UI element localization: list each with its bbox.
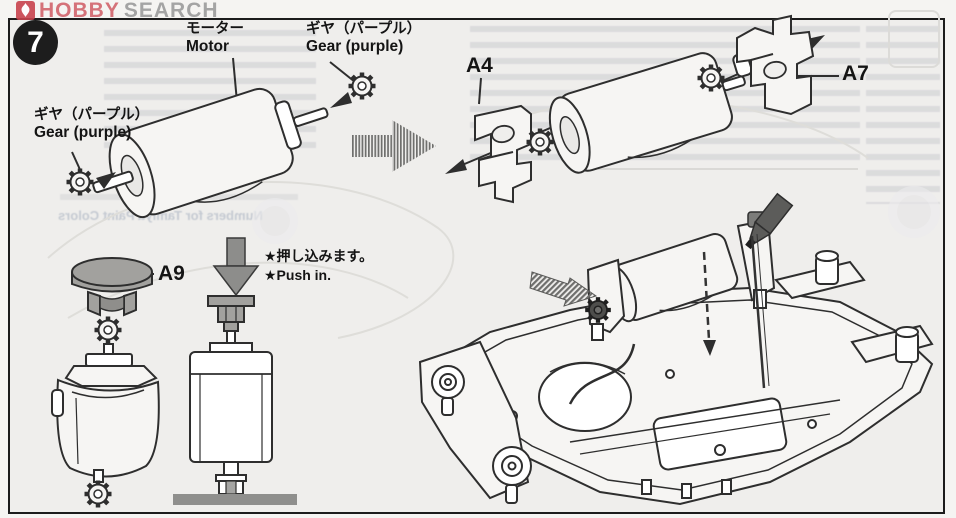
label-part-a9: A9 (158, 262, 185, 285)
a9-cap-side-view (207, 295, 255, 332)
pinion-gear-icon (698, 65, 725, 92)
motor-side-view (189, 342, 273, 463)
ghost-stamp (888, 186, 940, 238)
grease-tube-icon (745, 192, 794, 250)
axle-posts (774, 250, 934, 364)
pin-rod (750, 233, 770, 389)
insert-arrow-icon (330, 92, 352, 108)
dashed-arrow-icon (702, 251, 716, 356)
pinion-gear-icon (85, 481, 112, 508)
step-number-badge: 7 (13, 20, 58, 65)
flame-icon (16, 1, 35, 20)
a9-cap-figure (51, 257, 160, 512)
motor-illustration (92, 87, 329, 219)
ghost-stamp (252, 198, 298, 244)
pinion-gear-icon (527, 129, 554, 156)
step-number: 7 (27, 25, 44, 59)
motor-pinion-figure (30, 57, 380, 219)
work-surface (173, 494, 297, 505)
label-part-a4: A4 (466, 54, 493, 77)
hobbysearch-watermark: HOBBY SEARCH (16, 0, 219, 22)
ghost-shape (888, 10, 940, 68)
motor-shaft (93, 469, 104, 483)
ghost-divider (598, 168, 858, 170)
label-gear-en: Gear (purple) (306, 38, 404, 55)
front-bumper-rollers (418, 340, 532, 504)
a4-bracket (474, 104, 532, 204)
push-in-note-jp: ★押し込みます。 (264, 248, 374, 264)
label-motor-jp: モーター (186, 21, 244, 37)
pinion-gear-icon (349, 73, 376, 100)
label-gear-jp: ギヤ（パープル） (34, 107, 150, 123)
push-down-arrow-icon (212, 237, 260, 297)
chassis-body (424, 286, 934, 506)
push-in-figure (173, 237, 297, 505)
install-arrow-icon (529, 271, 598, 307)
watermark-brand-secondary: SEARCH (123, 0, 219, 22)
label-part-a7: A7 (842, 62, 869, 85)
assembly-step-arrow-icon (352, 120, 436, 172)
label-motor: モーター Motor (186, 20, 244, 56)
label-gear-jp: ギヤ（パープル） (306, 21, 422, 37)
motor-illustration (548, 52, 746, 174)
label-gear-purple-left: ギヤ（パープル） Gear (purple) (34, 106, 149, 142)
a7-bracket (736, 14, 815, 116)
push-in-note-en: ★Push in. (264, 267, 331, 283)
label-gear-purple-top: ギヤ（パープル） Gear (purple) (306, 20, 421, 56)
pinion-gear-icon (95, 317, 122, 344)
pinion-gear-dark-icon (585, 297, 611, 323)
watermark-brand-primary: HOBBY (39, 0, 120, 22)
label-gear-en: Gear (purple) (34, 124, 132, 141)
motor-shaft (223, 461, 239, 476)
a9-cap-illustration (71, 257, 153, 317)
insert-arrow-icon (96, 172, 116, 189)
motor-assembly (585, 211, 776, 341)
pinion-gear-icon (67, 169, 94, 196)
chassis-figure (418, 192, 934, 506)
switch-wire (568, 343, 636, 405)
motor-mounts-figure (445, 14, 839, 204)
label-motor-en: Motor (186, 38, 230, 55)
motor-illustration (51, 353, 160, 478)
push-in-note: ★押し込みます。 ★Push in. (264, 247, 373, 285)
ghost-text-block (866, 26, 940, 204)
motor-shaft (226, 330, 236, 344)
pinion-gear-side-view (215, 474, 247, 495)
